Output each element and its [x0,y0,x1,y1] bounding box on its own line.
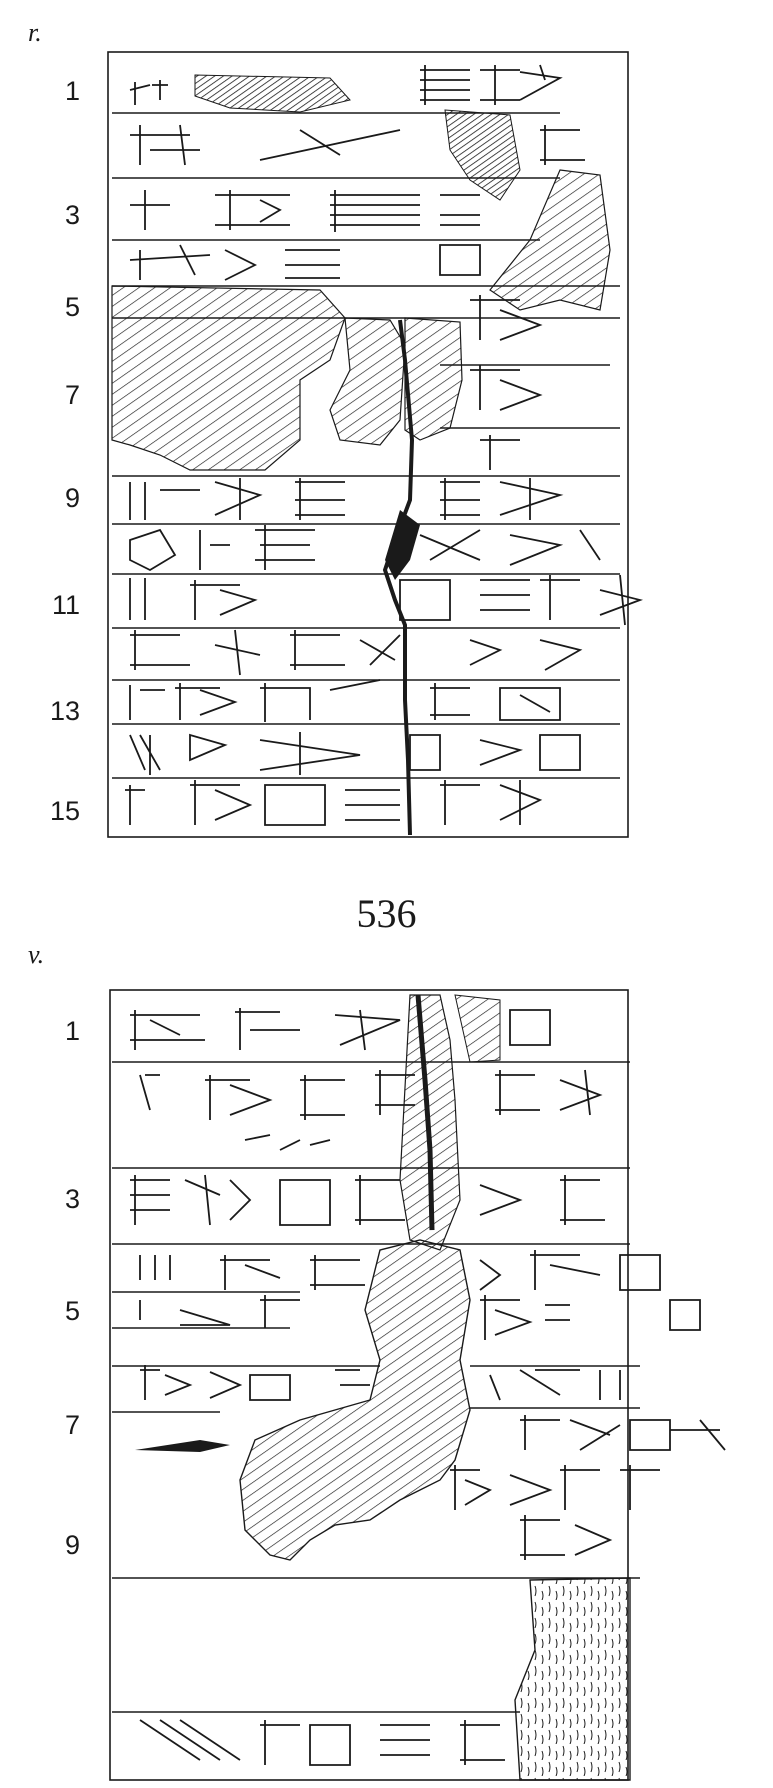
obverse-line-number: 15 [49,796,80,826]
reverse-crack [415,994,435,1231]
reverse-line-number: 5 [64,1296,80,1326]
reverse-smear [135,1440,230,1452]
obverse-line-number: 11 [51,590,80,620]
obverse-line-number: 9 [64,483,80,513]
obverse-damage-top-right [444,109,521,201]
reverse-ruling-lines [112,1061,640,1713]
tablet-number: 536 [356,891,417,936]
obverse-line-number: 13 [49,696,80,726]
obverse-tablet-drawing [107,51,644,838]
obverse-line-number: 7 [64,380,80,410]
obverse-damage-center-right [404,317,463,441]
reverse-damage-top-right [454,994,501,1063]
obverse-damage-left [111,285,346,471]
reverse-side-label: v. [28,940,45,969]
obverse-damage-top [194,74,351,113]
reverse-line-number: 3 [64,1184,80,1214]
obverse-line-number: 3 [64,200,80,230]
reverse-line-number: 9 [64,1530,80,1560]
reverse-damage-center [239,1239,471,1561]
obverse-tablet-outline [107,51,629,838]
obverse-line-number: 5 [64,292,80,322]
reverse-line-number: 1 [64,1016,80,1046]
obverse-crack-blob [385,510,420,580]
obverse-line-number: 1 [64,76,80,106]
obverse-crack [382,319,415,836]
obverse-side-label: r. [28,18,42,47]
reverse-line-number: 7 [64,1410,80,1440]
reverse-damage-bottom [514,1577,631,1781]
obverse-damage-center [329,317,406,446]
reverse-signs [130,1008,726,1766]
obverse-signs [125,64,644,826]
reverse-tablet-outline [109,989,629,1781]
obverse-damage-right [489,169,611,311]
